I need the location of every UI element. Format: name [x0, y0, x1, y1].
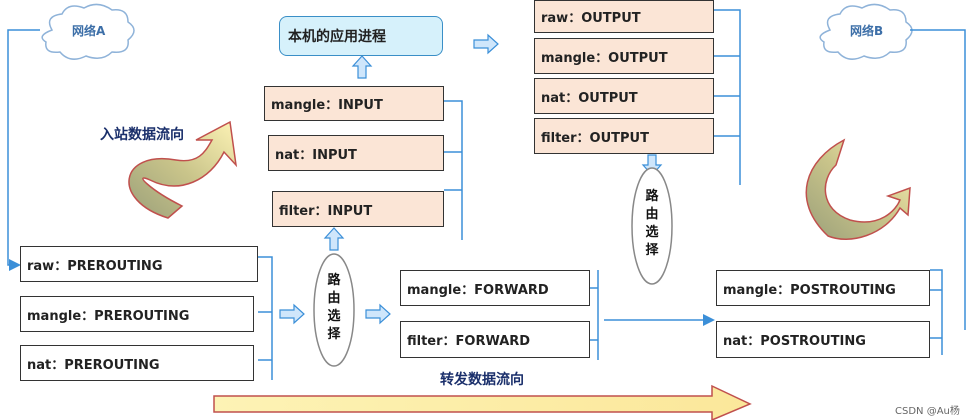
network-a-label: 网络A [72, 24, 106, 38]
postrouting-mangle-box: mangle：POSTROUTING [716, 270, 930, 306]
output-nat-box: nat：OUTPUT [534, 78, 714, 114]
routing-label-output: 路由选择 [645, 189, 659, 258]
output-mangle-box: mangle：OUTPUT [534, 38, 714, 74]
inbound-flow-label: 入站数据流向 [100, 127, 184, 143]
input-mangle-box: mangle：INPUT [264, 86, 444, 121]
prerouting-nat-box: nat：PREROUTING [20, 345, 254, 381]
forward-mangle-box: mangle：FORWARD [400, 270, 590, 306]
input-nat-box: nat：INPUT [268, 135, 444, 171]
inbound-curl-arrow [128, 120, 238, 219]
watermark: CSDN @Au杨 [895, 406, 960, 417]
routing-label-center: 路由选择 [327, 273, 341, 342]
output-filter-box: filter：OUTPUT [534, 118, 714, 154]
app-process-box: 本机的应用进程 [279, 16, 443, 56]
forward-flow-arrow [213, 384, 752, 420]
postrouting-nat-box: nat：POSTROUTING [716, 321, 930, 358]
prerouting-raw-box: raw：PREROUTING [20, 246, 258, 282]
outbound-curl-arrow [805, 138, 911, 240]
input-filter-box: filter：INPUT [272, 191, 444, 227]
prerouting-mangle-box: mangle：PREROUTING [20, 296, 254, 332]
output-raw-box: raw：OUTPUT [534, 0, 714, 33]
cloud-a-shape [41, 3, 135, 60]
network-b-label: 网络B [850, 24, 884, 38]
forward-filter-box: filter：FORWARD [400, 321, 590, 358]
routing-ellipse-output [631, 167, 673, 285]
routing-ellipse-center [313, 253, 355, 367]
forward-flow-label: 转发数据流向 [440, 372, 524, 388]
cloud-b-shape [819, 3, 913, 60]
